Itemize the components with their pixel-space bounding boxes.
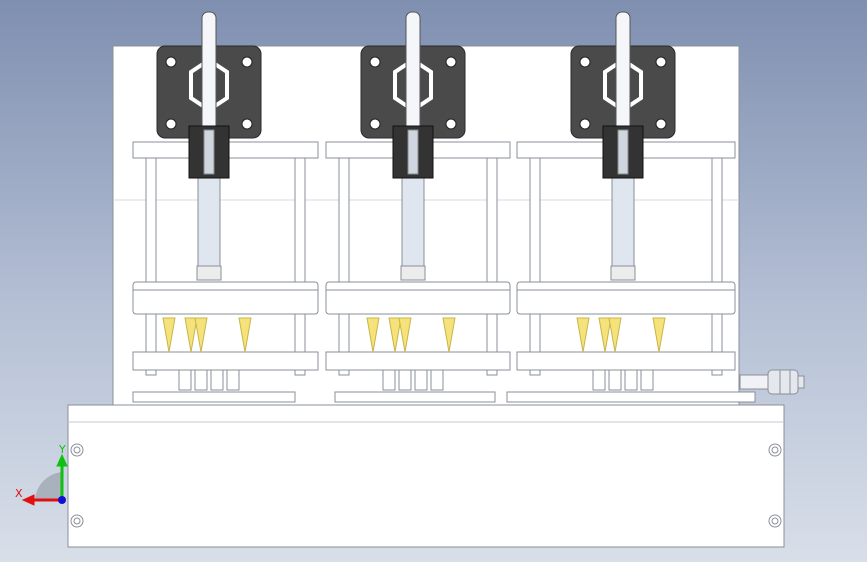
station-1 <box>132 11 319 391</box>
base-strip-2 <box>334 391 496 403</box>
axis-x-label: X <box>15 487 23 500</box>
stations-group <box>132 11 736 391</box>
base-bolts <box>70 443 782 528</box>
side-connector <box>739 369 805 395</box>
coordinate-triad[interactable] <box>21 453 68 506</box>
station-3 <box>516 11 736 391</box>
base-strip-3 <box>506 391 756 403</box>
station-2 <box>325 11 511 391</box>
base-block <box>67 404 785 548</box>
base-strip-1 <box>132 391 296 403</box>
axis-y-label: Y <box>59 443 66 456</box>
